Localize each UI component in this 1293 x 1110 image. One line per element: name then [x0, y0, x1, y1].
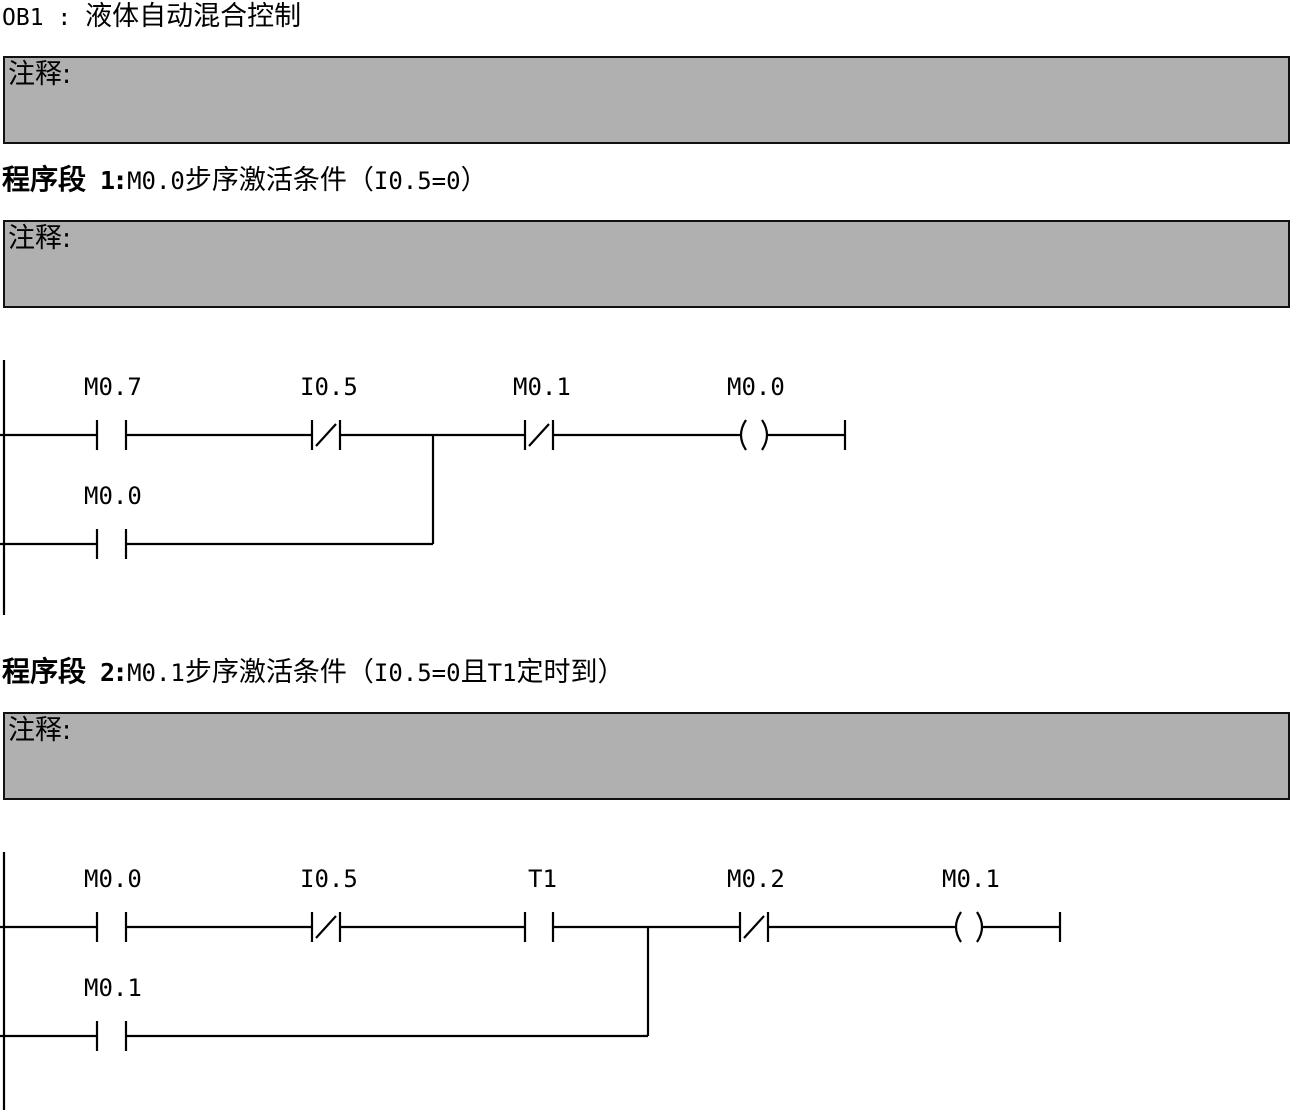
segment-separator: : — [115, 658, 126, 687]
segment-separator: : — [115, 166, 126, 195]
segment-condition-extra-tail: 定时到 — [516, 657, 598, 688]
contact-no[interactable]: M0.7 — [84, 373, 142, 450]
segment-condition: I0.5=0 — [373, 167, 461, 195]
contact-nc[interactable]: I0.5 — [300, 865, 358, 942]
contact-address: T1 — [528, 865, 557, 893]
segment-2-ladder[interactable]: M0.0 I0.5 T1 M0.2 M0.1 M0.1 — [0, 852, 1293, 1110]
comment-label: 注释: — [8, 59, 72, 90]
segment-2-comment-field[interactable]: 注释: — [3, 712, 1290, 800]
segment-condition: I0.5=0 — [373, 659, 461, 687]
segment-description: 步序激活条件（ — [184, 657, 374, 688]
comment-label: 注释: — [8, 715, 72, 746]
block-title: OB1 : 液体自动混合控制 — [2, 0, 301, 35]
contact-address: I0.5 — [300, 865, 358, 893]
segment-1-ladder[interactable]: M0.7 I0.5 M0.1 M0.0 M0.0 — [0, 360, 1293, 620]
comment-label: 注释: — [8, 223, 72, 254]
segment-2-title: 程序段 2:M0.1步序激活条件（I0.5=0且T1定时到） — [2, 654, 624, 691]
segment-number: 2 — [100, 658, 116, 687]
segment-1-title: 程序段 1:M0.0步序激活条件（I0.5=0） — [2, 162, 488, 199]
block-separator: : — [43, 5, 86, 31]
coil-address: M0.0 — [727, 373, 785, 401]
contact-no[interactable]: M0.1 — [84, 974, 142, 1051]
coil[interactable]: M0.0 — [727, 373, 785, 451]
segment-close: ） — [597, 657, 625, 688]
segment-address: M0.1 — [127, 659, 185, 687]
contact-address: M0.0 — [84, 482, 142, 510]
segment-word: 程序段 — [2, 655, 87, 688]
block-comment-field[interactable]: 注释: — [3, 56, 1290, 144]
contact-address: I0.5 — [300, 373, 358, 401]
contact-address: M0.0 — [84, 865, 142, 893]
segment-address: M0.0 — [127, 167, 185, 195]
contact-address: M0.1 — [84, 974, 142, 1002]
contact-address: M0.1 — [513, 373, 571, 401]
contact-no[interactable]: M0.0 — [84, 865, 142, 942]
segment-description: 步序激活条件（ — [184, 165, 374, 196]
segment-1-comment-field[interactable]: 注释: — [3, 220, 1290, 308]
coil[interactable]: M0.1 — [942, 865, 1000, 943]
contact-nc[interactable]: M0.1 — [513, 373, 571, 450]
contact-nc[interactable]: M0.2 — [727, 865, 785, 942]
segment-close: ） — [460, 165, 488, 196]
contact-no[interactable]: M0.0 — [84, 482, 142, 559]
contact-address: M0.7 — [84, 373, 142, 401]
contact-nc[interactable]: I0.5 — [300, 373, 358, 450]
block-id: OB1 — [2, 5, 44, 31]
block-name: 液体自动混合控制 — [85, 1, 302, 32]
contact-address: M0.2 — [727, 865, 785, 893]
segment-word: 程序段 — [2, 163, 87, 196]
segment-condition-tail: 且 — [460, 657, 488, 688]
coil-address: M0.1 — [942, 865, 1000, 893]
segment-number: 1 — [100, 166, 116, 195]
contact-no[interactable]: T1 — [523, 865, 557, 942]
segment-condition-extra: T1 — [487, 659, 517, 687]
